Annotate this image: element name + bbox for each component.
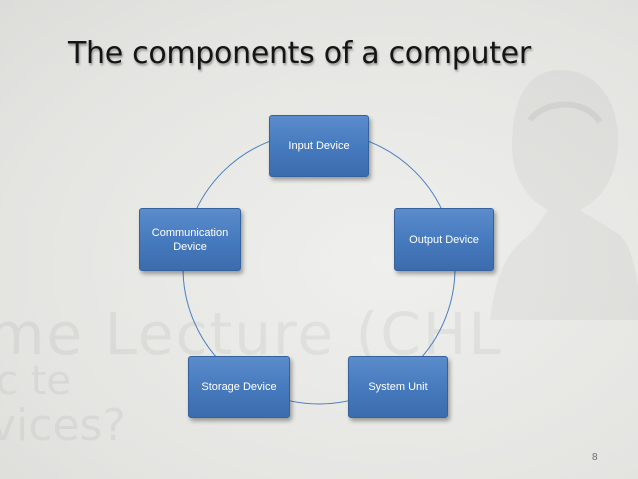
node-label: Storage Device: [201, 381, 277, 393]
node-storage-device: Storage Device: [188, 356, 290, 418]
node-output-device: Output Device: [394, 208, 494, 271]
node-label: System Unit: [368, 381, 428, 393]
watermark-text: c te: [0, 358, 71, 404]
node-communication-device: Communication Device: [139, 208, 241, 271]
node-label: Output Device: [409, 233, 479, 246]
slide-title: The components of a computer: [68, 36, 531, 71]
node-input-device: Input Device: [269, 115, 369, 177]
page-number: 8: [592, 452, 598, 463]
watermark-figure: [490, 70, 638, 320]
node-label: Input Device: [288, 140, 350, 152]
node-system-unit: System Unit: [348, 356, 448, 418]
watermark-text: vices?: [0, 400, 126, 451]
node-label: Communication Device: [151, 226, 229, 253]
